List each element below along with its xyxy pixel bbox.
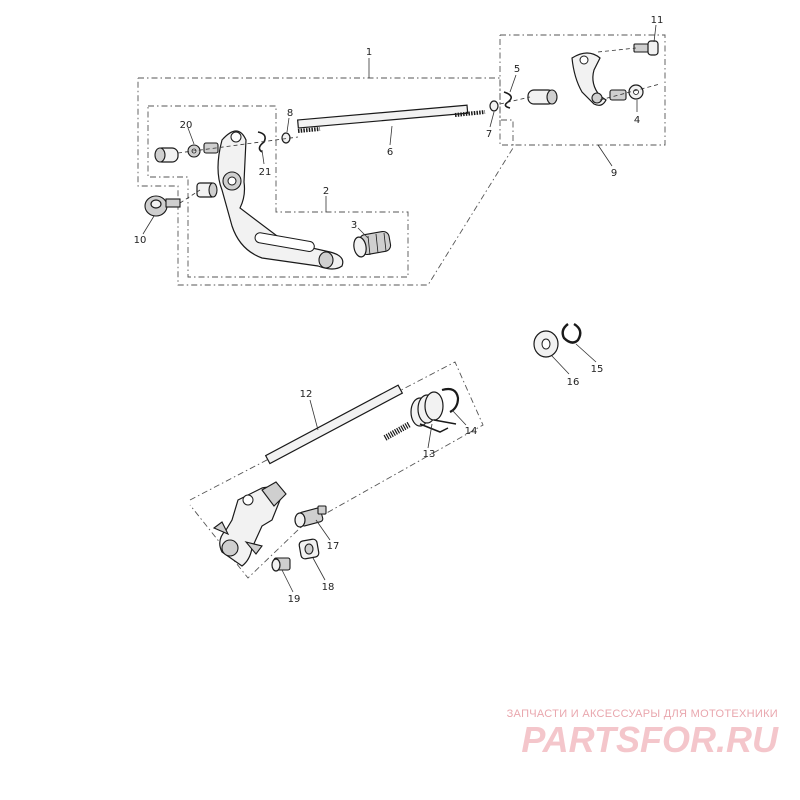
circlip-14	[441, 387, 460, 413]
rod-end-bolt	[154, 142, 219, 163]
callout-12: 12	[300, 389, 313, 400]
callout-8: 8	[287, 108, 293, 119]
callout-3: 3	[351, 220, 357, 231]
callout-11: 11	[651, 15, 664, 26]
callout-18: 18	[322, 582, 335, 593]
callout-2: 2	[323, 186, 329, 197]
bolt-19	[271, 557, 291, 572]
pivot-bolt	[144, 195, 181, 217]
washer-7	[489, 100, 499, 112]
collar-18	[298, 538, 320, 560]
watermark-logo: PARTSFOR.RU	[521, 719, 779, 760]
circlip-15	[561, 322, 582, 344]
group-outline-12	[189, 361, 484, 579]
callout-21: 21	[259, 167, 272, 178]
watermark-tagline: ЗАПЧАСТИ И АКСЕССУАРЫ ДЛЯ МОТОТЕХНИКИ	[507, 708, 778, 720]
shift-shaft	[264, 384, 412, 465]
stopper-bolt-17	[294, 505, 327, 528]
leader-lines	[142, 24, 661, 593]
group-outline-9	[499, 34, 666, 146]
callout-19: 19	[288, 594, 301, 605]
rod-end-collar	[527, 89, 558, 105]
shift-arm	[571, 52, 607, 106]
group-outline-2	[147, 105, 409, 278]
shift-pedal	[217, 130, 344, 270]
callout-10: 10	[134, 235, 147, 246]
callout-16: 16	[567, 377, 580, 388]
shift-rod	[297, 104, 486, 133]
shift-shaft-arm	[212, 481, 287, 567]
washer-8	[281, 132, 291, 144]
callout-9: 9	[611, 168, 617, 179]
callout-5: 5	[514, 64, 520, 75]
pedal-rubber	[353, 230, 392, 258]
callout-6: 6	[387, 147, 393, 158]
callout-17: 17	[327, 541, 340, 552]
callout-14: 14	[465, 426, 478, 437]
callout-4: 4	[634, 115, 640, 126]
clip-21	[257, 131, 266, 153]
callout-15: 15	[591, 364, 604, 375]
plain-washer-16	[533, 330, 559, 358]
clip-5	[503, 91, 512, 109]
pedal-collar	[196, 182, 218, 198]
callout-1: 1	[366, 47, 372, 58]
callout-13: 13	[423, 449, 436, 460]
callout-20: 20	[180, 120, 193, 131]
return-spring-13	[410, 391, 457, 433]
bolt-11	[633, 40, 659, 56]
arm-bolt-collar	[609, 84, 644, 101]
callout-7: 7	[486, 129, 492, 140]
